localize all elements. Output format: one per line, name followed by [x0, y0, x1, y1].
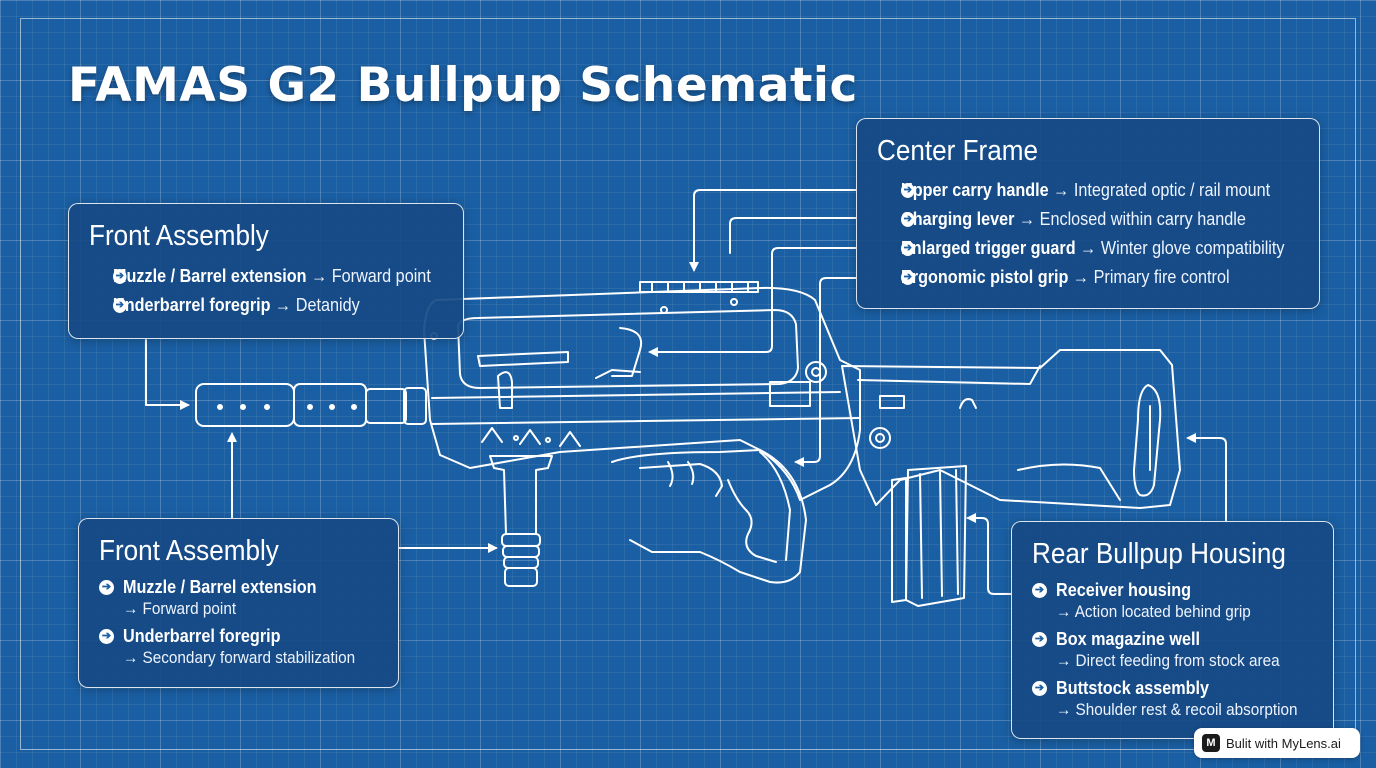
arrow-circle-icon: ➔ [1032, 583, 1047, 598]
list-item: ➔Receiver housing→ Action located behind… [1032, 579, 1313, 623]
panel-heading: Front Assembly [89, 220, 269, 252]
arrow-circle-icon: ➔ [1032, 681, 1047, 696]
list-item: ➔Enlarged trigger guard → Winter glove c… [901, 238, 1285, 258]
panel-heading: Rear Bullpup Housing [1032, 538, 1286, 570]
barrel-assembly [195, 383, 427, 427]
list-item: ➔Underbarrel foregrip → Detanidy [113, 295, 360, 315]
box-magazine [891, 465, 967, 607]
list-item: ➔Underbarrel foregrip→ Secondary forward… [99, 625, 378, 669]
arrow-circle-icon: ➔ [901, 270, 915, 285]
rear-stock [841, 349, 1181, 509]
arrow-circle-icon: ➔ [901, 212, 915, 227]
leader-lines [145, 189, 1227, 595]
list-item: ➔Charging lever → Enclosed within carry … [901, 209, 1246, 229]
panel-heading: Front Assembly [99, 535, 279, 567]
center-frame-panel: Center Frame ➔Upper carry handle → Integ… [856, 118, 1320, 309]
panel-heading: Center Frame [877, 135, 1039, 167]
arrow-circle-icon: ➔ [901, 241, 915, 256]
component-list: ➔Upper carry handle → Integrated optic /… [877, 176, 1299, 292]
list-item: ➔Muzzle / Barrel extension → Forward poi… [113, 266, 431, 286]
mylens-badge[interactable]: M Bulit with MyLens.ai [1194, 728, 1360, 758]
badge-text: Bulit with MyLens.ai [1226, 735, 1341, 751]
arrow-circle-icon: ➔ [99, 629, 114, 644]
blueprint-border [20, 18, 1356, 750]
list-item: ➔Ergonomic pistol grip → Primary fire co… [901, 267, 1230, 287]
list-item: ➔Muzzle / Barrel extension→ Forward poin… [99, 576, 378, 620]
component-list: ➔Muzzle / Barrel extension → Forward poi… [89, 262, 443, 320]
page-title: FAMAS G2 Bullpup Schematic [68, 58, 858, 113]
component-list: ➔Muzzle / Barrel extension→ Forward poin… [99, 576, 378, 669]
underbarrel-foregrip [489, 455, 553, 587]
arrow-circle-icon: ➔ [113, 269, 127, 284]
arrow-circle-icon: ➔ [99, 580, 114, 595]
arrow-circle-icon: ➔ [1032, 632, 1047, 647]
rear-bullpup-housing-panel: Rear Bullpup Housing ➔Receiver housing→ … [1011, 521, 1334, 739]
arrow-circle-icon: ➔ [113, 298, 127, 313]
component-list: ➔Receiver housing→ Action located behind… [1032, 579, 1313, 721]
front-assembly-panel-bottom: Front Assembly ➔Muzzle / Barrel extensio… [78, 518, 399, 688]
list-item: ➔Box magazine well→ Direct feeding from … [1032, 628, 1313, 672]
list-item: ➔Upper carry handle → Integrated optic /… [901, 180, 1271, 200]
trigger-guard-grip [611, 449, 807, 584]
list-item: ➔Buttstock assembly→ Shoulder rest & rec… [1032, 677, 1313, 721]
front-assembly-panel-top: Front Assembly ➔Muzzle / Barrel extensio… [68, 203, 464, 339]
arrow-circle-icon: ➔ [901, 183, 915, 198]
mylens-logo-icon: M [1202, 734, 1220, 752]
